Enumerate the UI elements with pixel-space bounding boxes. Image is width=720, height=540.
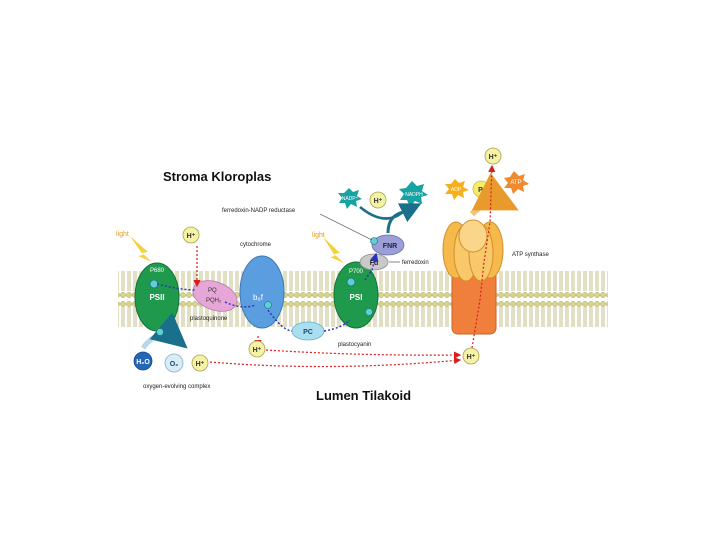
h-plus-label: H⁺ (187, 233, 196, 240)
plastocyanin: PC (291, 321, 325, 341)
h-plus-lumen-cyt: H⁺ (248, 340, 266, 358)
photosystem-i: P700 PSI (333, 261, 379, 329)
electron-icon (370, 237, 378, 245)
h-plus-label: H⁺ (374, 198, 383, 205)
fnr-full-label: ferredoxin-NADP reductase (222, 208, 296, 214)
nadp-star: NADP⁺ (338, 188, 362, 209)
proton-path (265, 349, 462, 359)
pi-label: Pᵢ (478, 187, 484, 194)
lightning-bolt-icon (130, 236, 152, 262)
atp-formation-arrow (469, 172, 519, 217)
adp-star: ADP (445, 179, 469, 200)
plastocyanin-label: plastocyanin (338, 342, 371, 348)
atp-synthase-label: ATP synthase (512, 252, 549, 258)
proton-path (209, 356, 462, 368)
proton-circle-icon (369, 191, 387, 209)
h-plus-label: H⁺ (253, 347, 262, 354)
h-plus-label: H⁺ (489, 154, 498, 161)
proton-circle-icon (248, 340, 266, 358)
light-bolt-left: light (116, 231, 152, 262)
electron-icon (149, 279, 159, 289)
electron-icon (264, 301, 272, 309)
h-plus-lumen-atp: H⁺ (462, 347, 480, 365)
nadp-arrow (386, 203, 422, 234)
fnr: FNR (370, 234, 405, 256)
stroma-title: Stroma Kloroplas (163, 169, 271, 184)
h-plus-stroma-fnr: H⁺ (369, 191, 387, 209)
proton-circle-icon (182, 226, 200, 244)
pq-label: PQ (208, 288, 217, 294)
proton-circle-icon (191, 354, 209, 372)
fnr-label: FNR (383, 243, 397, 250)
atp-star: ATP (504, 171, 529, 194)
electron-icon (346, 277, 356, 287)
photosystem-ii: P680 PSII (134, 262, 180, 332)
cytochrome-b6f: b₆f (239, 255, 285, 329)
proton-path (471, 164, 496, 349)
plastoquinone-body (192, 280, 238, 312)
ferredoxin-label: ferredoxin (402, 260, 429, 266)
plastoquinone: PQ PQH₂ (192, 280, 238, 312)
h2o-label: H₂O (136, 359, 150, 366)
light-bolt-right: light (312, 232, 344, 263)
h-plus-label: H⁺ (196, 361, 205, 368)
atp-synthase (442, 219, 504, 335)
psii-label: PSII (149, 293, 164, 302)
fd-label: Fd (370, 260, 379, 267)
nadp-to-nadph-curve (359, 206, 409, 220)
h-plus-top: H⁺ (484, 147, 502, 165)
light-label-right: light (312, 232, 325, 239)
h-plus-stroma-left: H⁺ (182, 226, 200, 244)
lumen-title: Lumen Tilakoid (316, 388, 411, 403)
proton-circle-icon (462, 347, 480, 365)
nadph-label: NADPH (405, 192, 423, 198)
oxygen-evolving-label: oxygen-evolving complex (143, 384, 210, 390)
nadph-star: NADPH (399, 181, 428, 207)
electron-icon (156, 328, 164, 336)
nadp-label: NADP⁺ (342, 196, 359, 202)
cytochrome-label: cytochrome (240, 242, 272, 248)
atp-label: ATP (510, 180, 521, 186)
b6f-label: b₆f (253, 293, 264, 302)
h2o-molecule: H₂O (133, 351, 153, 371)
psi-label: PSI (350, 293, 363, 302)
o2-label: O₂ (170, 361, 179, 368)
o2-circle (164, 353, 184, 373)
lightning-bolt-icon (323, 237, 344, 263)
proton-circle-icon (484, 147, 502, 165)
p680-label: P680 (150, 268, 165, 274)
light-label-left: light (116, 231, 129, 238)
h-plus-label: H⁺ (467, 354, 476, 361)
electron-icon (365, 308, 373, 316)
oxygen-evolving-arrow (140, 312, 188, 350)
h-plus-lumen-psii: H⁺ (191, 354, 209, 372)
plastoquinone-label: plastoquinone (190, 316, 228, 322)
electron-path (156, 254, 376, 332)
adp-label: ADP (451, 187, 462, 193)
atp-synthase-subunit (458, 219, 488, 253)
pqh2-label: PQH₂ (206, 298, 222, 304)
fnr-pointer (319, 213, 373, 241)
o2-molecule: O₂ (164, 353, 184, 373)
h2o-circle (133, 351, 153, 371)
cytochrome-body (239, 255, 285, 329)
pc-label: PC (303, 329, 313, 336)
p700-label: P700 (349, 269, 364, 275)
